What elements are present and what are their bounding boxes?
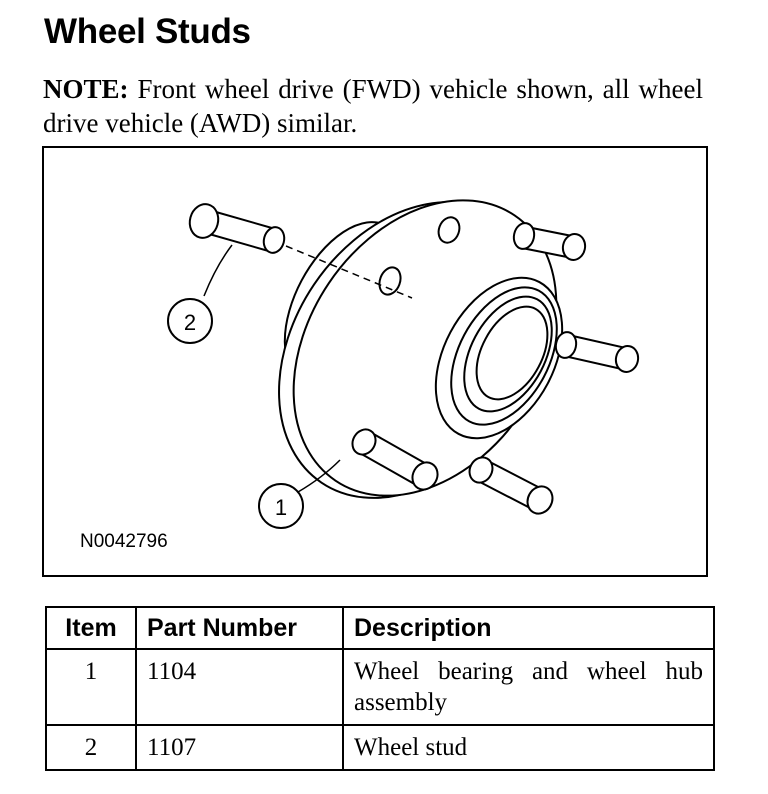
header-item: Item [45,606,137,650]
stud-hole [378,266,402,296]
cell-description: Wheel stud [342,724,715,771]
callout-2-circle [167,298,213,344]
leader-line-1 [297,459,341,493]
callout-1: 1 [275,495,287,520]
note-paragraph: NOTE: Front wheel drive (FWD) vehicle sh… [43,72,703,140]
hub-drawing: 2 1 [167,199,640,529]
figure-id: N0042796 [80,531,168,552]
cell-item: 1 [45,648,137,726]
cell-part-number: 1107 [135,724,344,771]
cell-item: 2 [45,724,137,771]
cell-description: Wheel bearing and wheel hub assembly [342,648,715,726]
parts-table: Item Part Number Description 1 1104 Whee… [45,606,715,771]
hub-bore [475,305,549,401]
header-description: Description [342,606,715,650]
callout-1-circle [258,483,304,529]
hub-illustration: 2 1 N0042796 [42,146,708,577]
table-header-row: Item Part Number Description [45,606,715,650]
page-title: Wheel Studs [44,12,251,51]
leader-line-2 [203,244,233,297]
note-text: Front wheel drive (FWD) vehicle shown, a… [43,74,703,138]
note-label: NOTE: [43,74,129,104]
callout-2: 2 [184,310,196,335]
stud-hole [437,216,461,244]
install-path-line [285,245,413,299]
table-row: 1 1104 Wheel bearing and wheel hub assem… [45,648,715,726]
table-row: 2 1107 Wheel stud [45,724,715,771]
header-part-number: Part Number [135,606,344,650]
cell-part-number: 1104 [135,648,344,726]
